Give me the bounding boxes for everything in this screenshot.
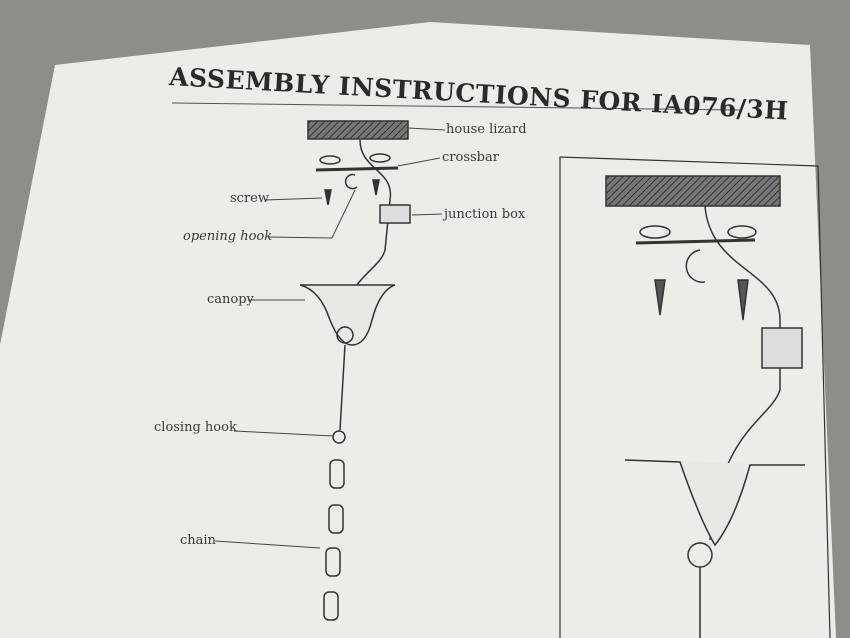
screw-icon <box>372 179 380 196</box>
closing-hook-icon <box>332 430 346 444</box>
opening-hook-icon <box>344 173 358 190</box>
label-canopy: canopy <box>207 292 254 307</box>
label-junction-box: junction box <box>444 207 526 222</box>
detail-diagram <box>559 156 831 638</box>
crossbar <box>315 166 399 172</box>
label-closing-hook: closing hook <box>154 420 237 435</box>
title-underline <box>171 102 741 111</box>
label-chain: chain <box>180 533 216 548</box>
chain-icon <box>323 459 345 621</box>
canopy-icon <box>299 284 396 346</box>
loop-icon <box>336 326 354 344</box>
label-house-lizard: house lizard <box>446 122 527 137</box>
rod <box>339 344 346 431</box>
junction-box-icon <box>379 204 411 224</box>
screw-icon <box>324 189 332 206</box>
label-crossbar: crossbar <box>442 150 499 165</box>
label-screw: screw <box>230 191 269 206</box>
ceiling-assembly-diagram <box>214 120 446 621</box>
label-opening-hook: opening hook <box>183 229 273 244</box>
house-lizard-plate <box>307 120 409 140</box>
